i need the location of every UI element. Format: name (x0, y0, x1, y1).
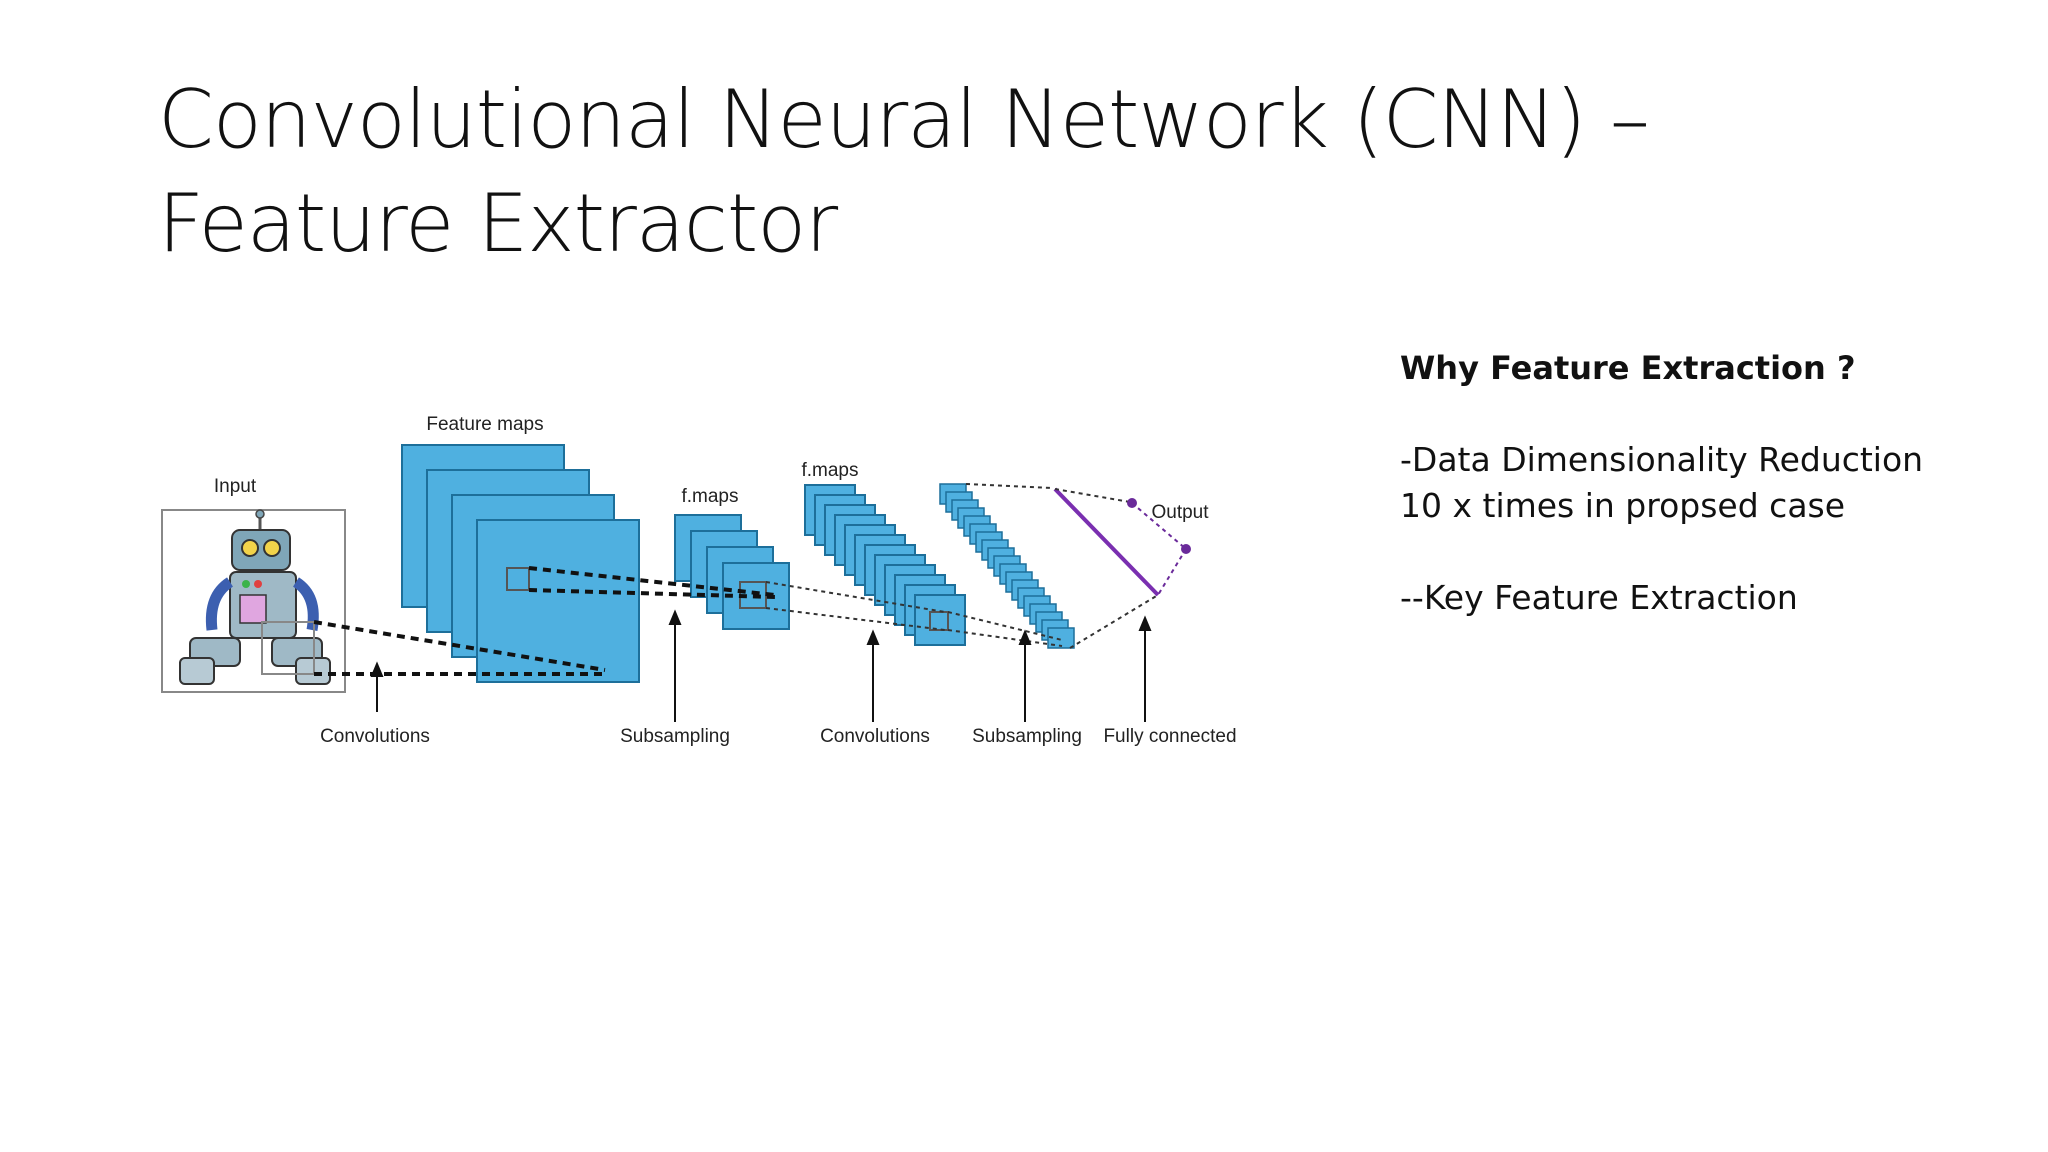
title-line-2: Feature Extractor (158, 177, 838, 270)
spacer (1400, 529, 2000, 575)
side-notes: Why Feature Extraction ? -Data Dimension… (1400, 345, 2000, 621)
feature-maps-stack (401, 444, 640, 683)
title-line-1: Convolutional Neural Network (CNN) – (158, 73, 1650, 166)
robot-icon (179, 509, 331, 685)
stage-arrows (370, 609, 1152, 722)
point-1-line-1: -Data Dimensionality Reduction (1400, 440, 1924, 479)
slide-title: Convolutional Neural Network (CNN) – Fea… (158, 68, 1758, 276)
point-2: --Key Feature Extraction (1400, 578, 1798, 617)
label-output: Output (1151, 502, 1209, 523)
label-fmaps-2: f.maps (801, 460, 858, 481)
cnn-diagram: Input Feature maps f.maps f.maps Output (150, 400, 1250, 760)
input-image (161, 509, 346, 693)
fmaps-stack-1 (674, 514, 790, 630)
label-convolutions-2: Convolutions (820, 726, 930, 747)
label-fmaps-1: f.maps (681, 486, 738, 507)
label-feature-maps: Feature maps (426, 414, 543, 435)
cnn-diagram-svg: Input Feature maps f.maps f.maps Output (161, 414, 1237, 747)
label-fully-connected: Fully connected (1103, 726, 1236, 747)
fmaps-stack-2 (804, 484, 966, 646)
label-subsampling-2: Subsampling (972, 726, 1082, 747)
label-convolutions-1: Convolutions (320, 726, 430, 747)
fmaps-stack-3 (939, 483, 1075, 649)
label-input: Input (214, 476, 257, 497)
output-nodes (1127, 498, 1191, 596)
point-1-line-2: 10 x times in propsed case (1400, 486, 1846, 525)
label-subsampling-1: Subsampling (620, 726, 730, 747)
side-heading: Why Feature Extraction ? (1400, 349, 1856, 387)
